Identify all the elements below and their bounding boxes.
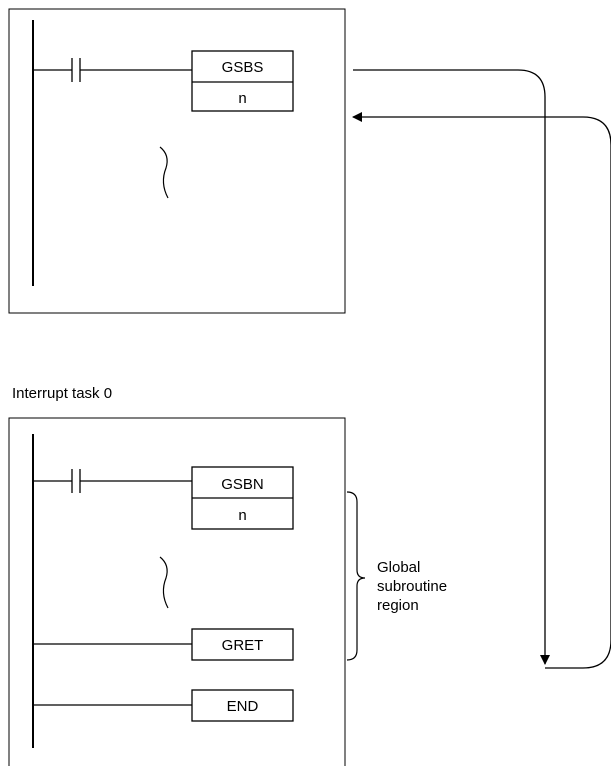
region-label-line1: Global [377, 559, 420, 576]
interrupt-task-frame: GSBN n GRET END [8, 417, 346, 766]
gret-instruction-box: GRET [191, 628, 294, 661]
gsbs-label: GSBS [222, 59, 264, 76]
interrupt-task-label: Interrupt task 0 [12, 385, 112, 402]
call-arrow [353, 69, 550, 665]
upper-contact [33, 58, 192, 82]
end-instruction-box: END [191, 689, 294, 722]
region-brace [346, 491, 366, 661]
interrupt-omission-mark [159, 556, 169, 609]
region-label-line3: region [377, 597, 419, 614]
end-label: END [227, 698, 259, 715]
gsbn-instruction-box: GSBN n [191, 466, 294, 530]
gsbn-label: GSBN [221, 476, 264, 493]
gsbn-operand: n [238, 507, 246, 524]
gsbs-instruction-box: GSBS n [191, 50, 294, 112]
interrupt-contact [33, 469, 192, 493]
gret-label: GRET [222, 637, 264, 654]
region-label-line2: subroutine [377, 578, 447, 595]
gsbs-operand: n [238, 90, 246, 107]
return-arrow [352, 112, 611, 669]
upper-program-frame: GSBS n [8, 8, 346, 314]
upper-omission-mark [159, 146, 169, 199]
